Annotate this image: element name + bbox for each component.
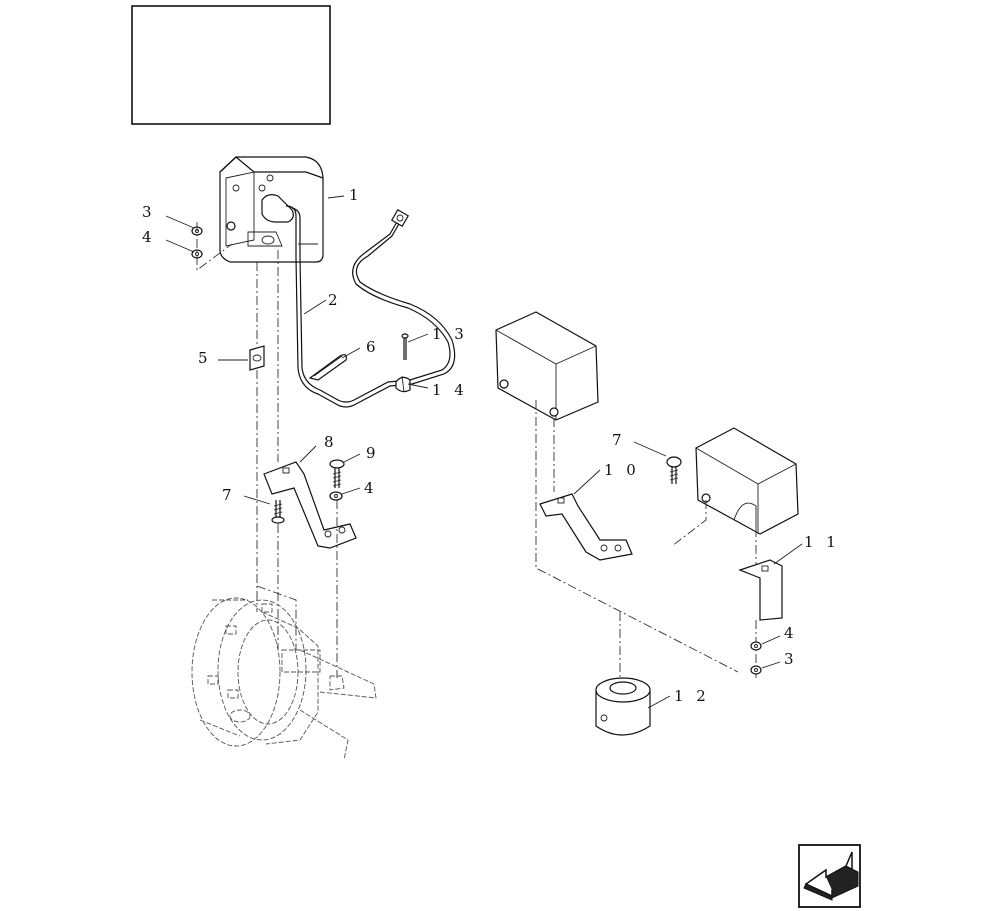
bracket-part-10: [539, 493, 633, 561]
title-block-box: [131, 5, 331, 125]
spacer-part-5: [249, 345, 265, 371]
leader-lines: [165, 195, 803, 709]
back-arrow-icon[interactable]: [798, 844, 861, 908]
lamp-box-right: [695, 427, 799, 535]
callout-7-left: 7: [222, 486, 236, 504]
callout-5: 5: [198, 349, 212, 367]
bolt-part-7-left: [271, 500, 285, 524]
bracket-part-11: [738, 559, 783, 621]
callout-2: 2: [328, 291, 342, 309]
lamp-box-left-right-side: [495, 311, 599, 421]
callout-4-right: 4: [784, 624, 798, 642]
mount-part-12: [595, 677, 651, 736]
callout-4-center: 4: [364, 479, 378, 497]
cable-part-2: [295, 208, 456, 408]
washer-part-4-center: [329, 491, 343, 501]
callout-12: 1 2: [674, 687, 710, 705]
cable-tie-part-6: [308, 354, 347, 381]
callout-10: 1 0: [604, 461, 640, 479]
callout-1: 1: [349, 186, 363, 204]
callout-3-left: 3: [142, 203, 156, 221]
callout-4-left: 4: [142, 228, 156, 246]
beacon-lamp-part-1: [219, 156, 324, 263]
callout-13: 1 3: [432, 325, 468, 343]
callout-3-right: 3: [784, 650, 798, 668]
nut-part-3-right: [750, 665, 762, 675]
callout-14: 1 4: [432, 381, 468, 399]
callout-8: 8: [324, 433, 338, 451]
callout-11: 1 1: [804, 533, 840, 551]
clip-part-14: [395, 375, 411, 393]
bracket-part-8: [263, 461, 357, 549]
washer-part-4-right: [750, 641, 762, 651]
bolt-part-9: [329, 459, 345, 488]
callout-7-right: 7: [612, 431, 626, 449]
bolt-part-7-right: [666, 456, 682, 484]
callout-6: 6: [366, 338, 380, 356]
axle-housing-sketch: [191, 597, 377, 761]
pin-part-13: [401, 333, 409, 360]
callout-9: 9: [366, 444, 380, 462]
